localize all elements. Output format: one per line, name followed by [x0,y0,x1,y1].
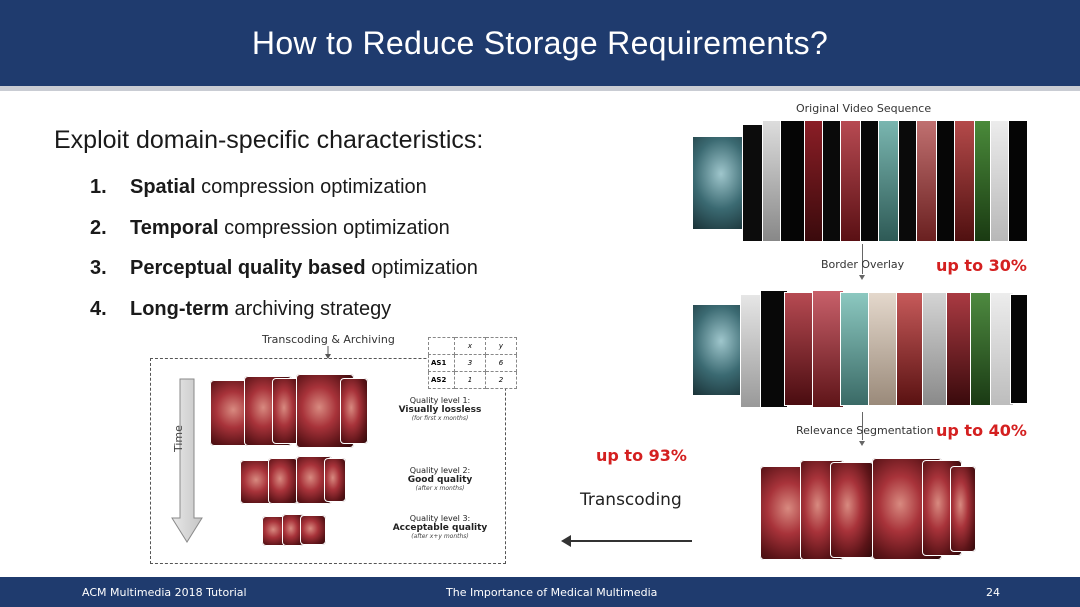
transcoding-arrow-line [568,540,692,542]
footer-left: ACM Multimedia 2018 Tutorial [82,586,247,599]
frames-level-1 [210,374,370,454]
border-frames [692,282,1032,412]
relevance-label: Relevance Segmentation [796,424,934,437]
quality-level-2: Quality level 2: Good quality (after x m… [407,466,473,492]
left-arrow-icon [561,535,571,547]
relevance-gain: up to 40% [936,421,1027,440]
quality-level-3: Quality level 3: Acceptable quality (aft… [392,514,488,540]
slide-title: How to Reduce Storage Requirements? [251,24,829,61]
transcoding-label: Transcoding [580,490,682,510]
feature-list: 1.Spatial compression optimization 2.Tem… [90,172,478,334]
header-divider [0,86,1080,91]
border-overlay-label: Border Overlay [821,258,905,271]
border-gain: up to 30% [936,256,1027,275]
down-arrow-icon [325,346,331,359]
page-number: 24 [986,586,1000,599]
frames-level-3 [262,514,342,548]
diagram-title: Transcoding & Archiving [262,333,395,346]
intro-text: Exploit domain-specific characteristics: [54,126,484,154]
flow-arrow-icon [859,275,865,280]
footer-center: The Importance of Medical Multimedia [446,586,658,599]
original-frames [692,118,1032,246]
diagram-frame [150,358,506,564]
list-item: 2.Temporal compression optimization [90,216,450,239]
list-item: 1.Spatial compression optimization [90,176,427,198]
flow-line [862,244,863,274]
list-item: 3.Perceptual quality based optimization [90,257,478,279]
frames-level-2 [240,456,360,508]
segmented-frames [760,452,980,568]
time-label: Time [172,425,185,452]
archiving-diagram: Transcoding & Archiving x y AS1 3 6 AS2 … [150,330,520,566]
list-item: 4.Long-term archiving strategy [90,297,392,320]
retention-table: x y AS1 3 6 AS2 1 2 [428,337,517,389]
original-sequence-label: Original Video Sequence [796,102,932,115]
transcoding-gain: up to 93% [596,446,687,465]
flow-line [862,412,863,440]
slide-footer: ACM Multimedia 2018 Tutorial The Importa… [0,577,1080,607]
flow-arrow-icon [859,441,865,446]
slide-header: How to Reduce Storage Requirements? [0,0,1080,86]
time-arrow-icon [171,378,203,543]
quality-level-1: Quality level 1: Visually lossless (for … [398,396,482,422]
